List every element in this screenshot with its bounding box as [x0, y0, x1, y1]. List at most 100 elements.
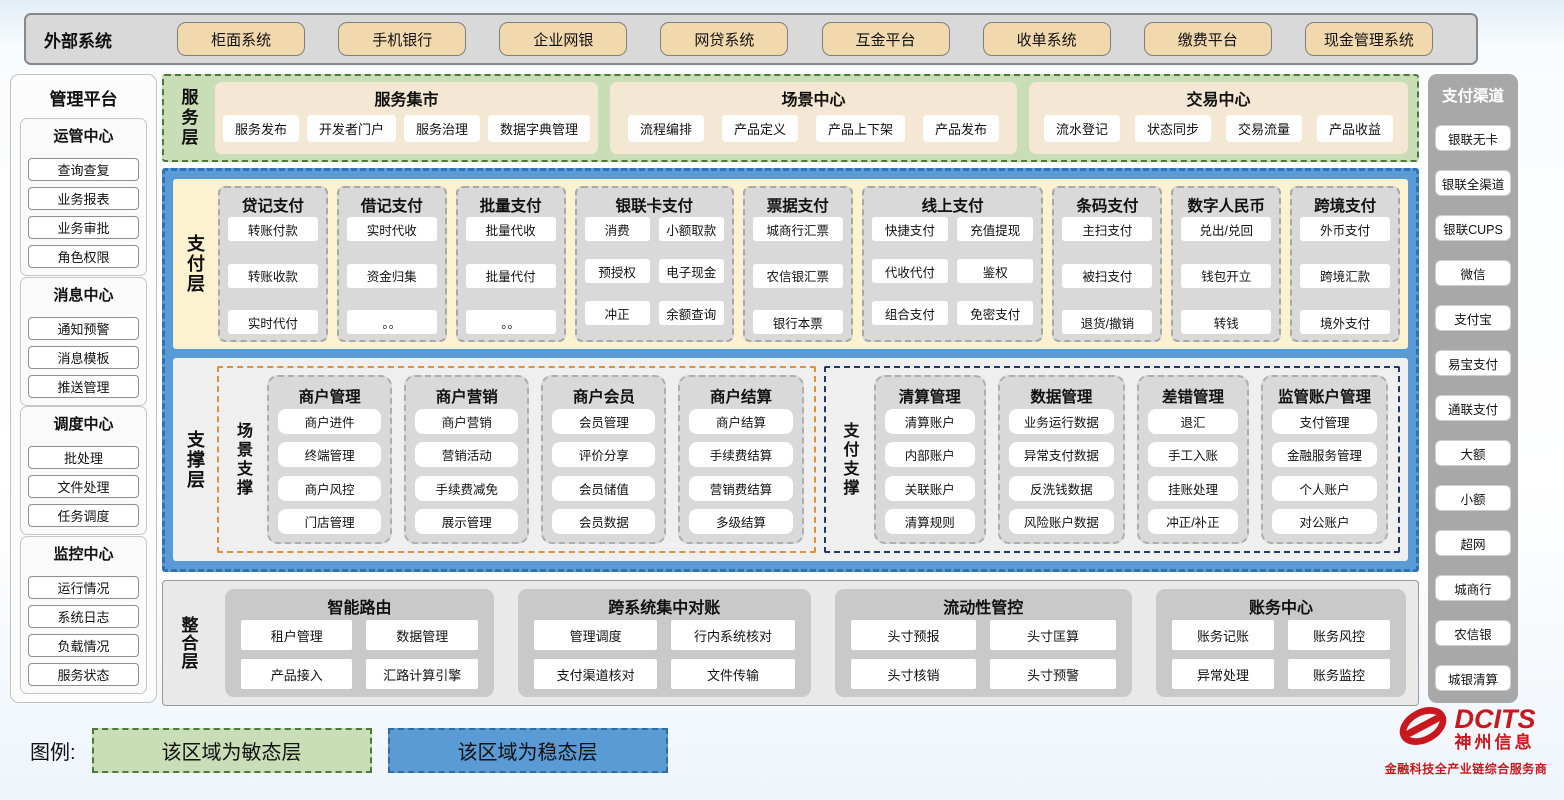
- external-system-button[interactable]: 柜面系统: [177, 22, 306, 56]
- module-button[interactable]: 账务风控: [1288, 620, 1390, 650]
- module-button[interactable]: 批量代付: [465, 263, 556, 288]
- module-button[interactable]: 冲正: [584, 301, 650, 325]
- module-button[interactable]: 鉴权: [957, 259, 1034, 283]
- module-button[interactable]: 城商行汇票: [752, 217, 843, 241]
- module-button[interactable]: 关联账户: [884, 475, 975, 501]
- module-button[interactable]: 挂账处理: [1147, 475, 1239, 501]
- module-button[interactable]: 反洗钱数据: [1008, 475, 1114, 501]
- module-button[interactable]: 数据字典管理: [488, 115, 591, 142]
- module-button[interactable]: 消费: [584, 217, 650, 241]
- module-button[interactable]: 代收代付: [871, 259, 949, 283]
- channel-button[interactable]: 易宝支付: [1435, 350, 1511, 376]
- module-button[interactable]: 实时代收: [346, 217, 437, 241]
- external-system-button[interactable]: 互金平台: [821, 22, 950, 56]
- module-button[interactable]: 。。: [465, 310, 556, 334]
- module-button[interactable]: 转账收款: [228, 263, 318, 288]
- module-button[interactable]: 预授权: [584, 259, 650, 283]
- channel-button[interactable]: 城商行: [1435, 575, 1511, 601]
- module-button[interactable]: 汇路计算引擎: [366, 659, 478, 689]
- module-button[interactable]: 境外支付: [1300, 310, 1391, 334]
- module-button[interactable]: 内部账户: [884, 442, 975, 468]
- external-system-button[interactable]: 缴费平台: [1143, 22, 1272, 56]
- module-button[interactable]: 流程编排: [628, 115, 705, 142]
- module-button[interactable]: 清算规则: [884, 508, 975, 534]
- module-button[interactable]: 消息模板: [28, 345, 139, 369]
- module-button[interactable]: 批量代收: [465, 217, 556, 241]
- module-button[interactable]: 负载情况: [28, 633, 139, 657]
- module-button[interactable]: 营销费结算: [689, 475, 793, 501]
- module-button[interactable]: 手工入账: [1147, 442, 1239, 468]
- module-button[interactable]: 。。: [346, 310, 437, 334]
- external-system-button[interactable]: 现金管理系统: [1304, 22, 1433, 56]
- module-button[interactable]: 产品定义: [722, 115, 799, 142]
- module-button[interactable]: 支付管理: [1272, 409, 1377, 434]
- module-button[interactable]: 服务状态: [28, 662, 139, 686]
- channel-button[interactable]: 城银清算: [1435, 665, 1511, 691]
- module-button[interactable]: 产品发布: [922, 115, 999, 142]
- module-button[interactable]: 小额取款: [658, 217, 724, 241]
- module-button[interactable]: 产品上下架: [816, 115, 906, 142]
- module-button[interactable]: 商户营销: [415, 409, 519, 434]
- channel-button[interactable]: 农信银: [1435, 620, 1511, 646]
- external-system-button[interactable]: 收单系统: [982, 22, 1111, 56]
- module-button[interactable]: 推送管理: [28, 374, 139, 398]
- module-button[interactable]: 服务治理: [404, 115, 481, 142]
- module-button[interactable]: 外币支付: [1300, 217, 1391, 241]
- channel-button[interactable]: 通联支付: [1435, 395, 1511, 421]
- module-button[interactable]: 金融服务管理: [1272, 442, 1377, 468]
- module-button[interactable]: 批处理: [28, 446, 139, 470]
- module-button[interactable]: 转账付款: [228, 217, 318, 241]
- module-button[interactable]: 商户进件: [278, 409, 382, 434]
- module-button[interactable]: 角色权限: [28, 245, 139, 268]
- module-button[interactable]: 退汇: [1147, 409, 1239, 434]
- channel-button[interactable]: 微信: [1435, 260, 1511, 286]
- module-button[interactable]: 会员管理: [552, 409, 656, 434]
- module-button[interactable]: 兑出/兑回: [1181, 217, 1272, 241]
- module-button[interactable]: 业务报表: [28, 187, 139, 210]
- module-button[interactable]: 文件传输: [671, 659, 795, 689]
- external-system-button[interactable]: 手机银行: [338, 22, 467, 56]
- module-button[interactable]: 通知预警: [28, 316, 139, 340]
- module-button[interactable]: 会员储值: [552, 475, 656, 501]
- module-button[interactable]: 充值提现: [957, 217, 1034, 241]
- module-button[interactable]: 商户结算: [689, 409, 793, 434]
- module-button[interactable]: 电子现金: [658, 259, 724, 283]
- module-button[interactable]: 快捷支付: [871, 217, 949, 241]
- module-button[interactable]: 流水登记: [1043, 115, 1120, 142]
- channel-button[interactable]: 银联CUPS: [1435, 215, 1511, 241]
- external-system-button[interactable]: 企业网银: [499, 22, 628, 56]
- module-button[interactable]: 管理调度: [533, 620, 658, 650]
- channel-button[interactable]: 银联全渠道: [1435, 170, 1511, 196]
- module-button[interactable]: 账务记账: [1172, 620, 1274, 650]
- module-button[interactable]: 实时代付: [228, 310, 318, 334]
- module-button[interactable]: 银行本票: [752, 310, 843, 334]
- module-button[interactable]: 查询查复: [28, 158, 139, 181]
- module-button[interactable]: 头寸匡算: [990, 620, 1116, 650]
- module-button[interactable]: 资金归集: [346, 263, 437, 288]
- channel-button[interactable]: 银联无卡: [1435, 125, 1511, 151]
- module-button[interactable]: 数据管理: [366, 620, 478, 650]
- module-button[interactable]: 清算账户: [884, 409, 975, 434]
- module-button[interactable]: 对公账户: [1272, 508, 1377, 534]
- module-button[interactable]: 免密支付: [957, 301, 1034, 325]
- module-button[interactable]: 多级结算: [689, 508, 793, 534]
- module-button[interactable]: 开发者门户: [307, 115, 397, 142]
- module-button[interactable]: 运行情况: [28, 575, 139, 599]
- module-button[interactable]: 退货/撤销: [1062, 310, 1153, 334]
- module-button[interactable]: 会员数据: [552, 508, 656, 534]
- module-button[interactable]: 状态同步: [1134, 115, 1211, 142]
- module-button[interactable]: 手续费结算: [689, 442, 793, 468]
- module-button[interactable]: 手续费减免: [415, 475, 519, 501]
- module-button[interactable]: 钱包开立: [1181, 263, 1272, 288]
- module-button[interactable]: 行内系统核对: [671, 620, 795, 650]
- channel-button[interactable]: 大额: [1435, 440, 1511, 466]
- module-button[interactable]: 产品接入: [241, 659, 353, 689]
- module-button[interactable]: 系统日志: [28, 604, 139, 628]
- module-button[interactable]: 终端管理: [278, 442, 382, 468]
- external-system-button[interactable]: 网贷系统: [660, 22, 789, 56]
- module-button[interactable]: 头寸预报: [850, 620, 977, 650]
- module-button[interactable]: 余额查询: [658, 301, 724, 325]
- module-button[interactable]: 支付渠道核对: [533, 659, 658, 689]
- module-button[interactable]: 组合支付: [871, 301, 949, 325]
- module-button[interactable]: 产品收益: [1316, 115, 1393, 142]
